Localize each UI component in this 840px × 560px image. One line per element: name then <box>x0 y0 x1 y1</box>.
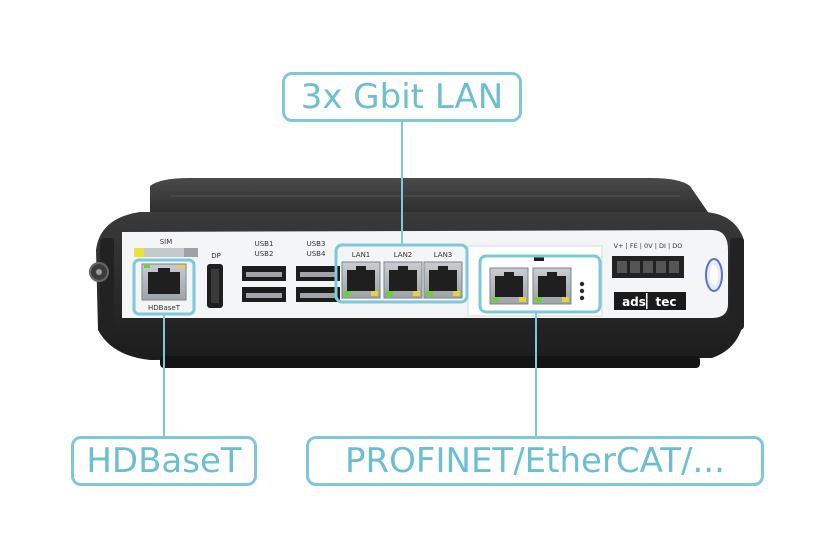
power-button[interactable] <box>705 258 723 292</box>
lan-3-port[interactable] <box>423 261 463 299</box>
power-terminal-block[interactable] <box>612 256 684 278</box>
hdbaset-port-label: HDBaseT <box>148 304 181 312</box>
brand-tec: tec <box>656 295 677 309</box>
profinet-callout: PROFINET/EtherCAT/... <box>306 436 764 486</box>
usb-3-4-ports[interactable] <box>296 266 340 302</box>
lan-2-label: LAN2 <box>394 251 413 259</box>
usb-1-label: USB1 <box>255 240 274 248</box>
sim-slot[interactable] <box>134 248 198 257</box>
hdbaset-port[interactable] <box>141 263 187 301</box>
fieldbus-module <box>534 255 585 301</box>
usb-1-2-ports[interactable] <box>242 266 286 302</box>
fieldbus-port-1[interactable] <box>489 267 529 305</box>
hdbaset-callout: HDBaseT <box>71 436 257 486</box>
lan-2-port[interactable] <box>383 261 423 299</box>
dp-port[interactable] <box>207 264 223 308</box>
sim-label: SIM <box>160 238 173 246</box>
fieldbus-highlight-box <box>478 254 602 314</box>
lan-1-port[interactable] <box>341 261 381 299</box>
usb-2-label: USB2 <box>255 250 274 258</box>
power-terminal-label: V+ | FE | 0V | DI | DO <box>614 242 683 250</box>
usb-3-label: USB3 <box>307 240 326 248</box>
lan-3-label: LAN3 <box>434 251 453 259</box>
lan-1-label: LAN1 <box>352 251 371 259</box>
dp-label: DP <box>211 252 221 260</box>
usb-4-label: USB4 <box>307 250 326 258</box>
fieldbus-port-2[interactable] <box>532 267 572 305</box>
ads-tec-logo: ads tec <box>614 292 686 310</box>
brand-ads: ads <box>622 295 646 309</box>
lan-callout: 3x Gbit LAN <box>282 72 522 122</box>
